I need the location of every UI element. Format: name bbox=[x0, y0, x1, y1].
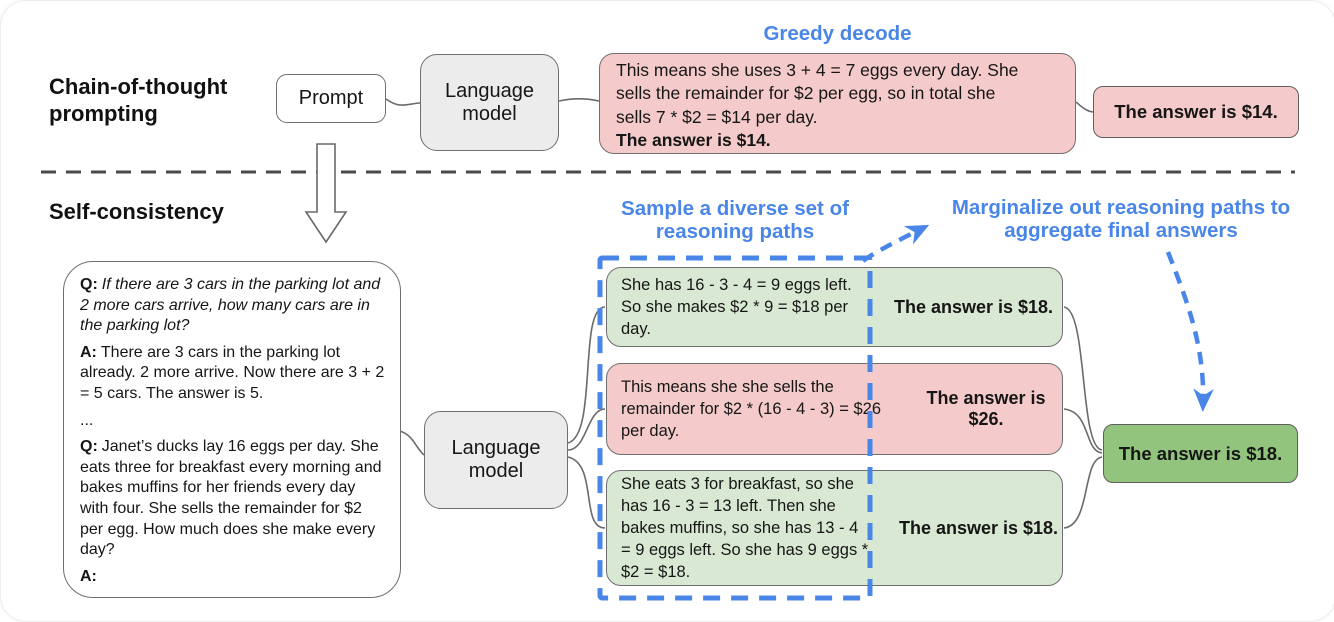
a1-text: There are 3 cars in the parking lot alre… bbox=[80, 343, 385, 402]
question-1: Q:If there are 3 cars in the parking lot… bbox=[80, 275, 387, 337]
q1-label: Q: bbox=[80, 276, 98, 293]
greedy-final-line: The answer is $14. bbox=[616, 129, 771, 150]
final-answer-box: The answer is $18. bbox=[1103, 424, 1298, 483]
down-arrow-icon bbox=[304, 143, 348, 244]
path1-reasoning-text: She has 16 - 3 - 4 = 9 eggs left. So she… bbox=[621, 276, 852, 338]
greedy-output-box: This means she uses 3 + 4 = 7 eggs every… bbox=[599, 53, 1076, 154]
reasoning-path-row-1: She has 16 - 3 - 4 = 9 eggs left. So she… bbox=[606, 267, 1063, 347]
cot-answer-box: The answer is $14. bbox=[1093, 86, 1299, 138]
q1-text: If there are 3 cars in the parking lot a… bbox=[80, 276, 381, 335]
a2-label: A: bbox=[80, 567, 97, 585]
sample-paths-label: Sample a diverse set of reasoning paths bbox=[621, 197, 849, 243]
connector-path3-to-final bbox=[1063, 456, 1103, 529]
question-2: Q:Janet’s ducks lay 16 eggs per day. She… bbox=[80, 437, 387, 561]
path3-answer: The answer is $18. bbox=[898, 517, 1059, 538]
answer-2-prompt: A: bbox=[80, 567, 387, 588]
answer-1: A:There are 3 cars in the parking lot al… bbox=[80, 343, 387, 405]
path2-answer: The answer is $26. bbox=[926, 388, 1046, 429]
connector-prompt-to-lm bbox=[385, 98, 421, 106]
connector-lm-to-path2 bbox=[567, 408, 606, 451]
connector-lm-to-path3 bbox=[567, 456, 606, 529]
q2-label: Q: bbox=[80, 438, 98, 456]
marginalize-label: Marginalize out reasoning paths to aggre… bbox=[951, 196, 1291, 242]
connector-path2-to-final bbox=[1063, 408, 1103, 454]
reasoning-path-row-3: She eats 3 for breakfast, so she has 16 … bbox=[606, 470, 1063, 586]
connector-lm-to-greedy bbox=[558, 97, 600, 102]
prompt-question-box: Q:If there are 3 cars in the parking lot… bbox=[63, 261, 401, 598]
ellipsis: ... bbox=[80, 411, 94, 429]
prompt-box: Prompt bbox=[276, 74, 386, 123]
connector-path1-to-final bbox=[1063, 306, 1103, 451]
language-model-box-top: Language model bbox=[420, 54, 559, 151]
marginalize-arrow-down bbox=[1165, 251, 1214, 413]
path1-answer: The answer is $18. bbox=[893, 296, 1054, 317]
a1-label: A: bbox=[80, 343, 97, 361]
self-consistency-label: Self-consistency bbox=[49, 199, 224, 224]
cot-section-label: Chain-of-thought prompting bbox=[49, 74, 228, 126]
q2-text: Janet’s ducks lay 16 eggs per day. She e… bbox=[80, 438, 382, 559]
connector-greedy-to-answer bbox=[1075, 101, 1094, 113]
path3-reasoning-text: She eats 3 for breakfast, so she has 16 … bbox=[621, 475, 869, 581]
connector-lm-to-path1 bbox=[567, 306, 606, 444]
reasoning-path-row-2: This means she she sells the remainder f… bbox=[606, 363, 1063, 455]
connector-question-to-lm bbox=[399, 430, 425, 456]
greedy-reasoning-text: This means she uses 3 + 4 = 7 eggs every… bbox=[616, 60, 1019, 127]
language-model-box-bottom: Language model bbox=[424, 411, 568, 509]
greedy-decode-label: Greedy decode bbox=[763, 22, 912, 45]
path2-reasoning-text: This means she she sells the remainder f… bbox=[621, 378, 882, 440]
